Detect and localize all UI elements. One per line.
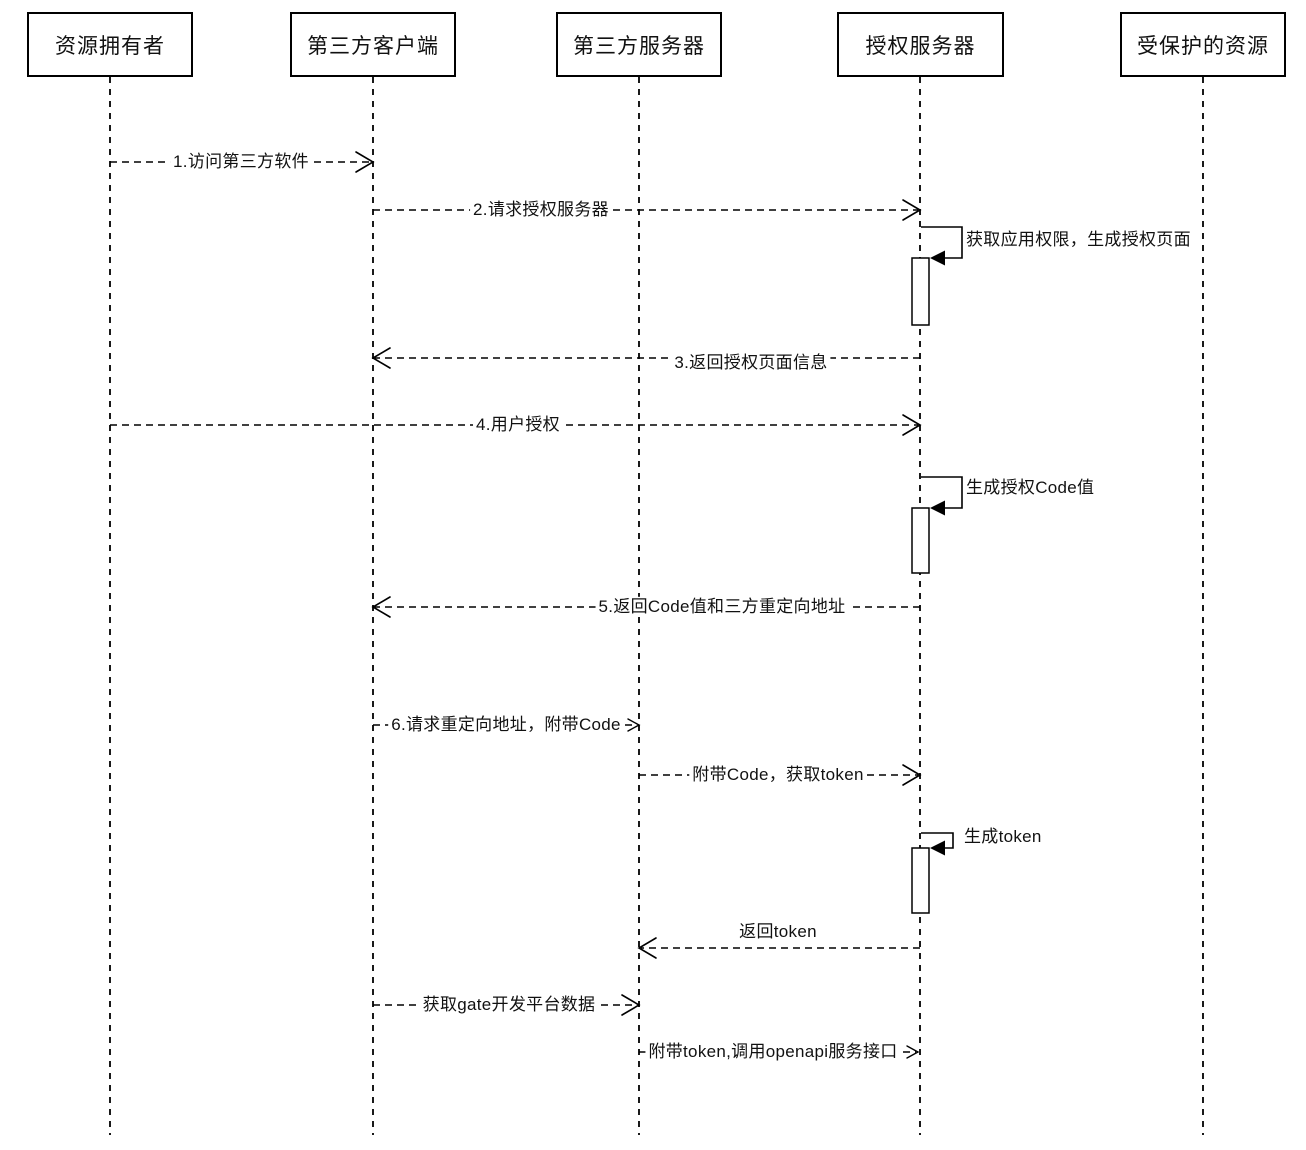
message-label-7: 附带Code，获取token (689, 764, 867, 786)
actor-box-third-party-client: 第三方客户端 (290, 12, 456, 77)
message-label-10: 附带token,调用openapi服务接口 (645, 1041, 901, 1063)
message-label-3: 3.返回授权页面信息 (671, 352, 831, 374)
arrowhead-solid-left-icon (930, 250, 945, 266)
arrowhead-right-icon (621, 994, 641, 1016)
self-loop-3 (921, 832, 954, 849)
actor-box-third-party-server: 第三方服务器 (556, 12, 722, 77)
actor-label: 第三方服务器 (573, 34, 705, 58)
activation-bar-3 (911, 847, 930, 914)
message-label-2: 2.请求授权服务器 (470, 199, 612, 221)
arrowhead-left-icon (371, 596, 391, 618)
arrowhead-right-icon (902, 414, 922, 436)
message-label-1: 1.访问第三方软件 (170, 151, 312, 173)
activation-bar-1 (911, 257, 930, 326)
arrowhead-left-icon (371, 347, 391, 369)
actor-label: 资源拥有者 (55, 34, 165, 58)
actor-box-auth-server: 授权服务器 (837, 12, 1004, 77)
message-label-4: 4.用户授权 (473, 414, 563, 436)
message-label-6: 6.请求重定向地址，附带Code (388, 714, 624, 736)
actor-label: 第三方客户端 (307, 34, 439, 58)
arrowhead-right-icon (627, 718, 641, 732)
actor-box-resource-owner: 资源拥有者 (27, 12, 193, 77)
arrowhead-right-icon (355, 151, 375, 173)
actor-label: 授权服务器 (865, 34, 976, 58)
activation-bar-2 (911, 507, 930, 574)
arrowhead-right-icon (902, 199, 922, 221)
arrowhead-solid-left-icon (930, 500, 945, 516)
arrowhead-left-icon (637, 937, 657, 959)
self-loop-2 (921, 476, 963, 509)
message-label-5: 5.返回Code值和三方重定向地址 (595, 596, 849, 618)
arrowhead-right-icon (902, 764, 922, 786)
self-message-label-2: 生成授权Code值 (966, 477, 1095, 497)
self-message-label-1: 获取应用权限，生成授权页面 (966, 229, 1191, 249)
message-label-8: 返回token (736, 921, 820, 943)
message-label-9: 获取gate开发平台数据 (419, 994, 599, 1016)
self-message-label-3: 生成token (964, 826, 1042, 846)
arrowhead-right-icon (906, 1045, 920, 1059)
arrowhead-solid-left-icon (930, 840, 945, 856)
self-loop-1 (921, 226, 963, 259)
actor-label: 受保护的资源 (1137, 34, 1269, 58)
actor-box-protected-resource: 受保护的资源 (1120, 12, 1286, 77)
